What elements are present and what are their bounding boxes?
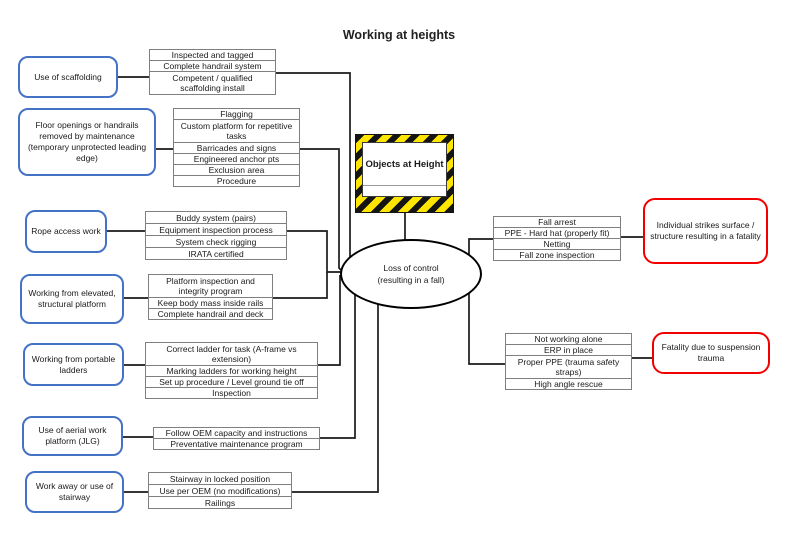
barrier-row: Equipment inspection process (145, 223, 287, 236)
barrier-row: PPE - Hard hat (properly fit) (493, 227, 621, 239)
hazard-divider (363, 185, 446, 186)
connector-line (320, 292, 356, 439)
barrier-row: Marking ladders for working height (145, 365, 318, 377)
consequence-box-1-label: Fatality due to suspension trauma (661, 342, 761, 363)
consequence-box-1: Fatality due to suspension trauma (652, 332, 770, 374)
connector-line (292, 301, 379, 493)
hazard-inner-panel: Objects at Height (362, 142, 447, 197)
threat-2-barrier-stack: Buddy system (pairs)Equipment inspection… (145, 211, 287, 260)
threat-box-3-label: Working from elevated, structural platfo… (28, 288, 116, 309)
threat-box-0-label: Use of scaffolding (34, 71, 102, 82)
connector-line (318, 275, 341, 366)
threat-4-barrier-stack: Correct ladder for task (A-frame vs exte… (145, 342, 318, 399)
barrier-row: Proper PPE (trauma safety straps) (505, 355, 632, 379)
diagram-title: Working at heights (342, 28, 456, 42)
barrier-row: Set up procedure / Level ground tie off (145, 376, 318, 388)
threat-box-2-label: Rope access work (31, 226, 101, 236)
barrier-row: Preventative maintenance program (153, 438, 320, 450)
threat-box-6: Work away or use of stairway (25, 471, 124, 513)
connector-line (287, 230, 346, 273)
connector-line (300, 148, 344, 273)
barrier-row: Use per OEM (no modifications) (148, 484, 292, 497)
threat-box-4-label: Working from portable ladders (31, 353, 116, 375)
barrier-row: Railings (148, 496, 292, 509)
threat-box-5: Use of aerial work platform (JLG) (22, 416, 123, 456)
barrier-row: Procedure (173, 175, 300, 187)
top-event-line1: Loss of control (383, 263, 439, 273)
barrier-row: Inspection (145, 387, 318, 399)
threat-box-2: Rope access work (25, 210, 107, 253)
barrier-row: Keep body mass inside rails (148, 297, 273, 309)
connector-line (273, 272, 328, 299)
barrier-row: IRATA certified (145, 247, 287, 260)
threat-box-4: Working from portable ladders (23, 343, 124, 386)
barrier-row: Custom platform for repetitive tasks (173, 119, 300, 143)
consequence-box-0: Individual strikes surface / structure r… (643, 198, 768, 264)
barrier-row: Follow OEM capacity and instructions (153, 427, 320, 439)
connector-line (468, 238, 505, 365)
barrier-row: Fall zone inspection (493, 249, 621, 261)
top-event-line2: (resulting in a fall) (377, 275, 445, 285)
barrier-row: Platform inspection and integrity progra… (148, 274, 273, 298)
hazard-box: Objects at Height (355, 134, 454, 213)
top-event-oval: Loss of control (resulting in a fall) (340, 239, 482, 309)
barrier-row: Correct ladder for task (A-frame vs exte… (145, 342, 318, 366)
threat-box-1: Floor openings or handrails removed by m… (18, 108, 156, 176)
threat-3-barrier-stack: Platform inspection and integrity progra… (148, 274, 273, 320)
threat-box-1-label: Floor openings or handrails removed by m… (27, 120, 147, 163)
threat-box-0: Use of scaffolding (18, 56, 118, 98)
hazard-label: Objects at Height (365, 158, 444, 170)
threat-box-3: Working from elevated, structural platfo… (20, 274, 124, 324)
barrier-row: Competent / qualified scaffolding instal… (149, 71, 276, 95)
barrier-row: Complete handrail and deck (148, 308, 273, 320)
connector-line (276, 72, 351, 262)
threat-box-5-label: Use of aerial work platform (JLG) (38, 425, 107, 446)
barrier-row: Complete handrail system (149, 60, 276, 72)
threat-box-6-label: Work away or use of stairway (35, 481, 114, 502)
barrier-row: High angle rescue (505, 378, 632, 390)
consequence-box-0-label: Individual strikes surface / structure r… (650, 220, 761, 241)
